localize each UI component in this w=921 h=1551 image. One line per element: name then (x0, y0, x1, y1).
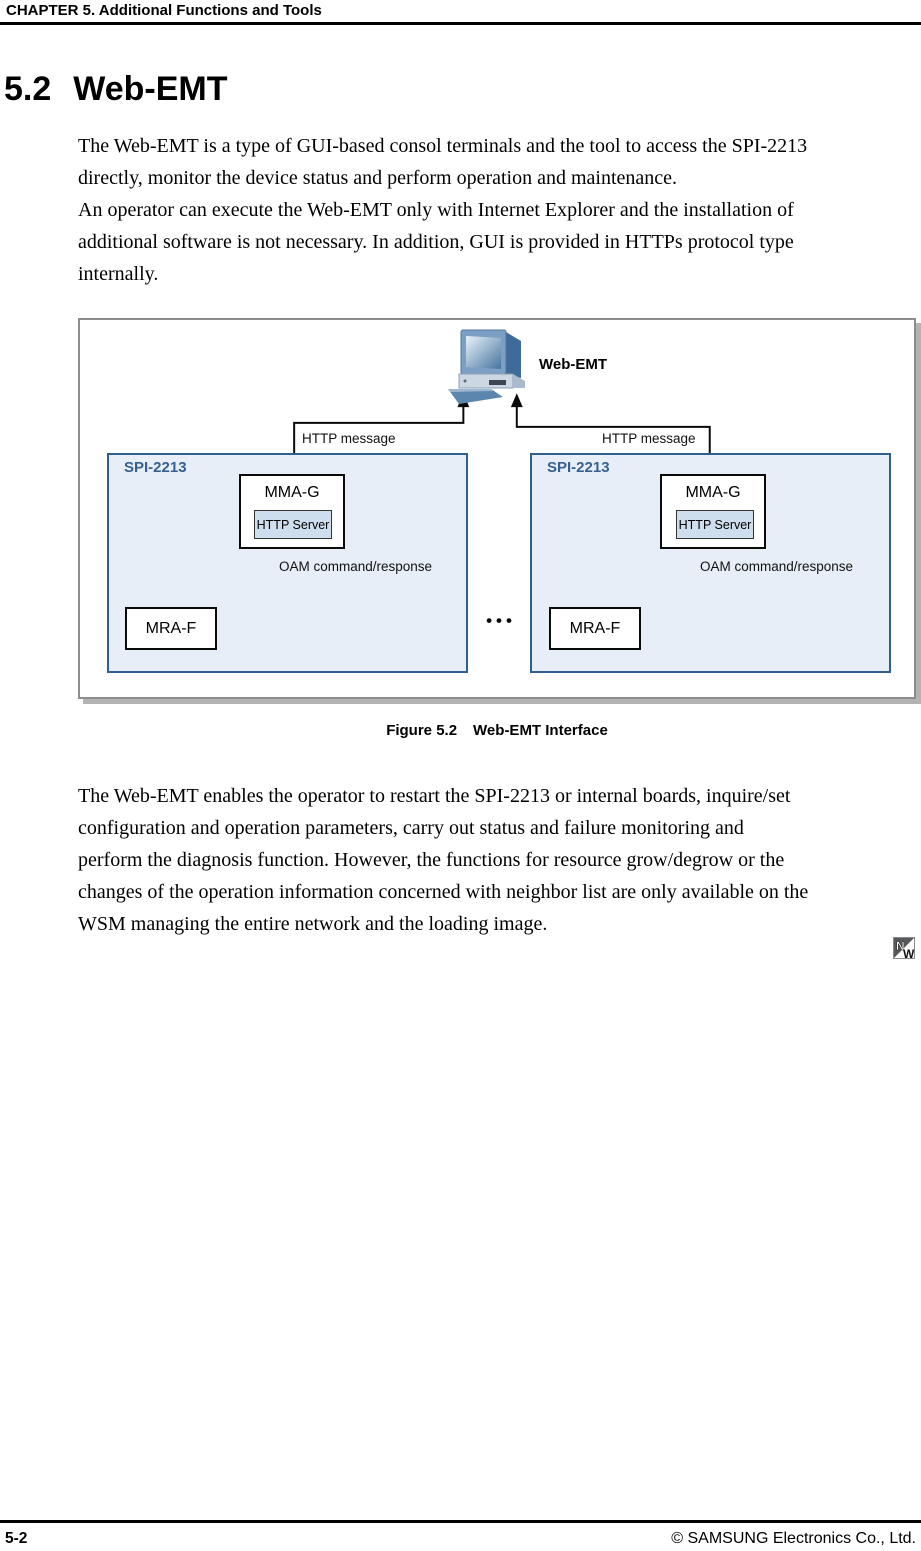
copyright: © SAMSUNG Electronics Co., Ltd. (671, 1530, 916, 1547)
spi-2213-label-right: SPI-2213 (547, 459, 610, 476)
terminal-label: Web-EMT (539, 356, 608, 373)
spi-2213-label-left: SPI-2213 (124, 459, 187, 476)
http-message-label-right: HTTP message (602, 431, 696, 446)
section-heading: 5.2 Web-EMT (4, 70, 228, 109)
section-number: 5.2 (4, 70, 52, 108)
http-message-label-left: HTTP message (302, 431, 396, 446)
running-header: CHAPTER 5. Additional Functions and Tool… (6, 2, 322, 19)
nw-network-icon: N W (893, 937, 915, 959)
header-rule (0, 22, 921, 25)
nw-icon-letter-n: N (896, 939, 905, 953)
paragraph-capabilities: The Web-EMT enables the operator to rest… (78, 785, 809, 935)
figure-caption: Figure 5.2 Web-EMT Interface (78, 722, 916, 739)
nw-icon-letter-w: W (903, 947, 915, 959)
section-title: Web-EMT (73, 70, 228, 108)
ellipsis-more-units: ••• (486, 611, 516, 630)
mra-f-box-left: MRA-F (125, 607, 217, 650)
figure-caption-label: Figure 5.2 (386, 722, 458, 739)
figure-web-emt-interface: Web-EMT HTTP message HTTP message SPI-22… (78, 318, 916, 699)
footer-rule (0, 1520, 921, 1523)
oam-label-right: OAM command/response (700, 559, 854, 574)
http-server-box-left: HTTP Server (254, 510, 332, 539)
desktop-computer-icon (448, 329, 525, 404)
paragraph-intro: The Web-EMT is a type of GUI-based conso… (78, 135, 808, 285)
figure-caption-title: Web-EMT Interface (473, 722, 608, 739)
page-number: 5-2 (5, 1530, 28, 1547)
mra-f-box-right: MRA-F (549, 607, 641, 650)
oam-label-left: OAM command/response (279, 559, 433, 574)
http-server-box-right: HTTP Server (676, 510, 754, 539)
